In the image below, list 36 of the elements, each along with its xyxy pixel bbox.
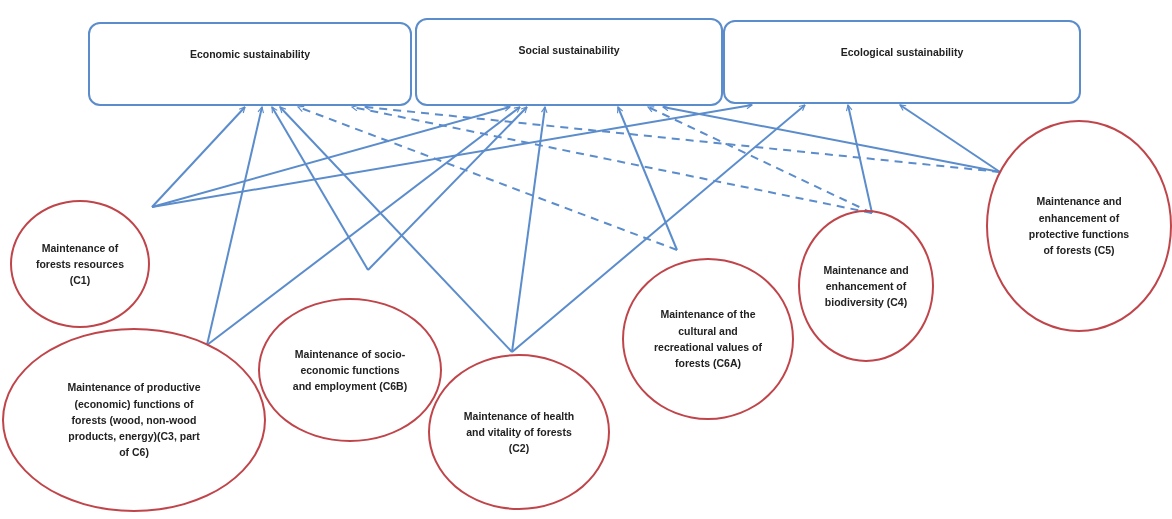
arrow xyxy=(617,106,678,251)
arrow xyxy=(271,106,369,271)
arrow xyxy=(151,102,753,208)
node-text: Maintenance of the cultural and recreational values of forests (C6A) xyxy=(653,307,763,372)
node-text: Maintenance and enhancement of protective functions of forests (C5) xyxy=(1027,194,1131,259)
arrow xyxy=(279,106,513,353)
criterion-ellipse xyxy=(258,298,442,442)
arrow xyxy=(511,106,548,353)
criterion-ellipse xyxy=(622,258,794,420)
arrow xyxy=(297,105,678,251)
criterion-ellipse xyxy=(986,120,1172,332)
arrow xyxy=(151,105,511,208)
node-text: Economic sustainability xyxy=(188,47,312,62)
arrow xyxy=(151,106,246,208)
criterion-ellipse xyxy=(798,210,934,362)
sustainability-box xyxy=(723,20,1081,104)
node-text: Ecological sustainability xyxy=(839,45,965,60)
arrow xyxy=(367,106,528,271)
sustainability-box xyxy=(88,22,412,106)
arrow xyxy=(364,104,1001,173)
criterion-ellipse xyxy=(10,200,150,328)
arrow xyxy=(899,104,1001,173)
node-text: Maintenance of socio-economic functions and employment (C6B) xyxy=(291,346,409,395)
arrow xyxy=(351,104,873,214)
node-text: Maintenance of productive (economic) functions of forests (wood, non-wood products, energy)(C3, part of C6) xyxy=(66,380,202,461)
arrow xyxy=(206,106,265,346)
sustainability-box xyxy=(415,18,723,106)
arrow xyxy=(662,104,1001,173)
node-text: Social sustainability xyxy=(517,43,621,58)
node-text: Maintenance and enhancement of biodiversity (C4) xyxy=(822,262,910,311)
node-text: Maintenance of health and vitality of forests (C2) xyxy=(462,408,576,457)
node-text: Maintenance of forests resources (C1) xyxy=(34,240,126,289)
arrow xyxy=(511,104,806,353)
criterion-ellipse xyxy=(428,354,610,510)
arrow xyxy=(206,106,521,346)
criterion-ellipse xyxy=(2,328,266,512)
